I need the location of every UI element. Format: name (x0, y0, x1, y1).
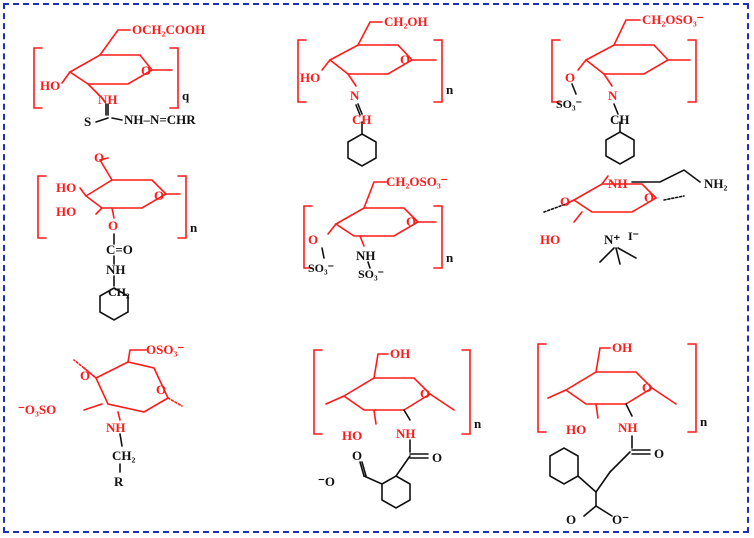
s4-subscript-text: n (190, 220, 198, 235)
s8-oh-text: OH (390, 346, 410, 361)
diagram-frame (3, 3, 749, 533)
s5-o-text: O (308, 232, 318, 247)
s2-top-text: CH₂OH (384, 14, 428, 29)
s8-nh-text: NH (396, 426, 416, 441)
s1-s-text: S (84, 114, 91, 129)
s9-subscript-text: n (700, 414, 708, 429)
s7-o-text: O (80, 368, 90, 383)
structure-7: OSO₃⁻ O O ⁻O₃SO NH CH₂ R (18, 342, 184, 489)
s7-ch2-text: CH₂ (112, 448, 136, 463)
s9-carbonyl-o-text: O (566, 512, 576, 527)
structure-8: OH O HO NH O ⁻O O n (313, 346, 482, 509)
s6-ho-text: HO (540, 232, 560, 247)
s7-r-text: R (114, 474, 124, 489)
s5-ring-o-text: O (406, 214, 416, 229)
s2-ch-text: CH (352, 112, 372, 127)
s4-link-o-text: O (108, 218, 118, 233)
s1-ho-text: HO (40, 78, 60, 93)
s3-top-text: CH₂OSO₃⁻ (642, 12, 704, 27)
s9-acyl-o-text: O (654, 446, 664, 461)
structure-2: CH₂OH HO O N CH n (297, 14, 454, 167)
s3-o-text: O (565, 70, 575, 85)
s4-ring-o-text: O (154, 188, 164, 203)
structure-4: O HO HO O O C=O NH CH₂ n (37, 150, 198, 321)
s6-ring-o-text: O (644, 190, 654, 205)
s8-ho-text: HO (342, 428, 362, 443)
s1-top-text: OCH₂COOH (132, 22, 205, 37)
s8-subscript-text: n (474, 416, 482, 431)
s7-left-text: ⁻O₃SO (18, 402, 56, 417)
s5-so3b-text: SO₃⁻ (358, 267, 384, 281)
s1-nh-text: NH (98, 92, 118, 107)
s1-ring-o-text: O (141, 63, 151, 78)
s4-nh-text: NH (106, 262, 126, 277)
s5-subscript-text: n (446, 250, 454, 265)
s7-ring-o-text: O (156, 382, 166, 397)
structure-6: NH NH₂ O O HO N⁺ I⁻ (540, 169, 728, 265)
s6-i-text: I⁻ (628, 229, 639, 243)
s6-nh2-text: NH₂ (704, 176, 728, 191)
s7-nh-text: NH (106, 420, 126, 435)
s6-o-text: O (560, 194, 570, 209)
s9-ring-o-text: O (642, 380, 652, 395)
s5-so3a-text: SO₃⁻ (308, 261, 334, 275)
s4-ho1-text: HO (56, 180, 76, 195)
s4-top-o-text: O (94, 150, 104, 165)
s3-n-text: N (608, 88, 618, 103)
s5-nh-text: NH (356, 248, 376, 263)
s6-n-text: N⁺ (604, 232, 620, 247)
s9-nh-text: NH (618, 420, 638, 435)
s2-n-text: N (350, 88, 360, 103)
s9-carboxylate-text: O⁻ (612, 512, 629, 527)
s8-carboxylate-text: ⁻O (318, 474, 335, 489)
structure-9: OH O HO NH O O O⁻ n (537, 340, 708, 527)
s2-ho-text: HO (300, 70, 320, 85)
s8-ring-o-text: O (420, 386, 430, 401)
s1-subscript-text: q (182, 88, 190, 103)
s4-ch2-text: CH₂ (108, 285, 130, 299)
s3-so3-text: SO₃⁻ (556, 97, 582, 111)
s9-ho-text: HO (566, 422, 586, 437)
s2-subscript-text: n (446, 82, 454, 97)
s8-carb-o-text: O (352, 448, 362, 463)
s4-ho2-text: HO (56, 204, 76, 219)
s3-ch-text: CH (610, 112, 630, 127)
structure-3: CH₂OSO₃⁻ O N SO₃⁻ CH (551, 12, 704, 165)
s8-acyl-o-text: O (432, 450, 442, 465)
s9-oh-text: OH (612, 340, 632, 355)
s4-co-text: C=O (106, 242, 133, 257)
s1-chain-text: NH–N=CHR (124, 112, 196, 127)
s5-top-text: CH₂OSO₃⁻ (386, 174, 448, 189)
structure-1: OCH₂COOH HO O NH S NH–N=CHR q (33, 22, 205, 129)
s6-nh-text: NH (608, 176, 628, 191)
structure-5: CH₂OSO₃⁻ O O NH SO₃⁻ SO₃⁻ n (303, 174, 454, 281)
s7-top-text: OSO₃⁻ (146, 342, 184, 357)
s2-ring-o-text: O (400, 52, 410, 67)
